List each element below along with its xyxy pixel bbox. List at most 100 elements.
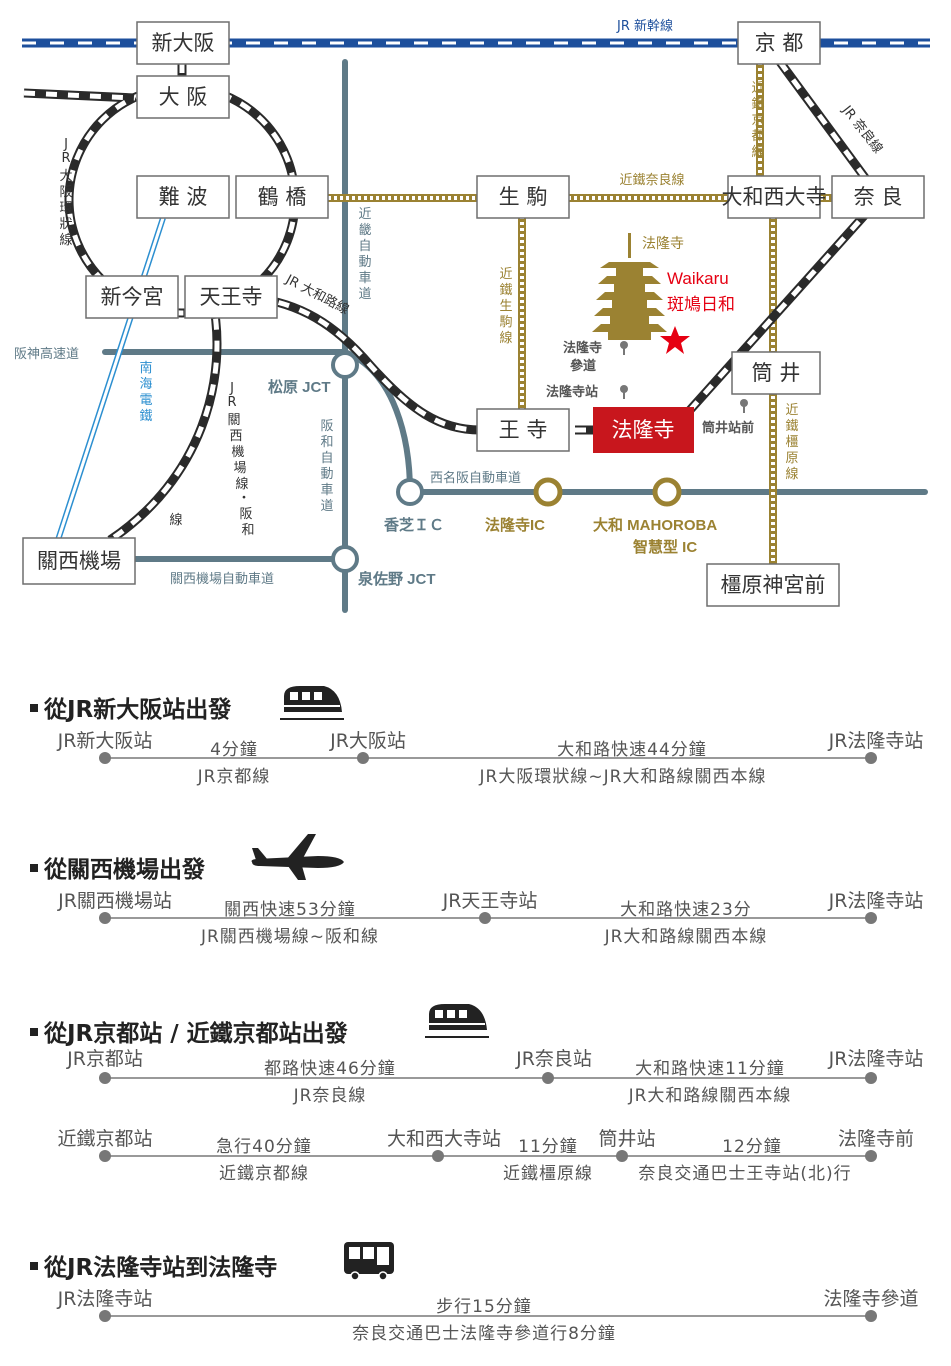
station-label: JR關西機場站 [58, 890, 172, 912]
svg-text:J: J [229, 381, 234, 396]
route-dot [479, 912, 491, 924]
segment-line-name: 奈良交通巴士法隆寺參道行8分鐘 [352, 1324, 616, 1344]
svg-text:參道: 參道 [570, 358, 596, 374]
bus-icon [344, 1242, 394, 1281]
segment-line-name: JR關西機場線~阪和線 [200, 927, 380, 947]
station-label: JR京都站 [67, 1048, 143, 1070]
segment-time: 4分鐘 [210, 740, 258, 760]
route-line [105, 1155, 871, 1157]
route-dot [865, 1072, 877, 1084]
svg-text:難 波: 難 波 [159, 185, 208, 209]
segment-line-name: JR大和路線關西本線 [604, 927, 768, 947]
route-title: 從JR京都站 / 近鐵京都站出發 [30, 1014, 348, 1048]
svg-text:場: 場 [233, 461, 246, 476]
svg-text:車: 車 [358, 271, 371, 286]
svg-text:R: R [227, 395, 236, 410]
route-title: 從關西機場出發 [30, 850, 205, 884]
pagoda-icon [592, 233, 667, 340]
svg-text:生: 生 [499, 299, 512, 314]
hotel-name-1: Waikaru [667, 269, 729, 288]
kansai-airport-line-label: JR關西機場線・阪和線 [169, 381, 254, 538]
station-tsutsui: 筒 井 [731, 351, 821, 395]
svg-text:南: 南 [139, 360, 152, 376]
route-dot [99, 752, 111, 764]
segment-time: 11分鐘 [518, 1137, 578, 1157]
route-dot [865, 1150, 877, 1162]
route-title: 從JR法隆寺站到法隆寺 [30, 1248, 277, 1282]
svg-text:法隆寺站: 法隆寺站 [546, 384, 598, 400]
route-shin-osaka: 從JR新大阪站出發 JR新大阪站 JR大阪站 JR法隆寺站 4分鐘 大和路快速4… [0, 680, 951, 840]
ic-labels: 松原 JCT 香芝ＩＣ 法隆寺IC 大和 MAHOROBA 智慧型 IC 泉佐野… [267, 377, 719, 590]
segment-time: 關西快速53分鐘 [224, 900, 356, 920]
svg-text:近: 近 [785, 403, 798, 418]
station-label: JR大阪站 [330, 730, 406, 752]
station-label: JR法隆寺站 [828, 1048, 924, 1070]
svg-text:鐵: 鐵 [751, 96, 764, 112]
station-yamato-saidaiji: 大和西大寺 [722, 175, 827, 219]
svg-text:泉佐野 JCT: 泉佐野 JCT [357, 570, 436, 588]
svg-text:大和西大寺: 大和西大寺 [722, 185, 827, 209]
segment-line-name: 近鐵橿原線 [503, 1164, 593, 1184]
svg-text:智慧型 IC: 智慧型 IC [633, 538, 697, 556]
svg-text:橿: 橿 [785, 435, 798, 450]
route-dot [865, 912, 877, 924]
route-line [105, 1315, 871, 1317]
route-line [105, 757, 871, 759]
svg-text:鐵: 鐵 [499, 282, 512, 298]
route-dot [865, 1310, 877, 1322]
bus-stop-markers [620, 341, 748, 413]
svg-text:自: 自 [358, 239, 371, 254]
station-label: JR天王寺站 [442, 890, 538, 912]
svg-text:鶴 橋: 鶴 橋 [258, 185, 307, 209]
segment-time: 大和路快速11分鐘 [635, 1059, 785, 1079]
svg-text:大: 大 [59, 169, 72, 184]
bus-stop-labels: 法隆寺 參道 法隆寺站 筒井站前 [546, 340, 754, 436]
route-kansai-airport: 從關西機場出發 JR關西機場站 JR天王寺站 JR法隆寺站 關西快速53分鐘 大… [0, 834, 951, 1000]
route-horyuji-walk: 從JR法隆寺站到法隆寺 JR法隆寺站 法隆寺參道 步行15分鐘 奈良交通巴士法隆… [0, 1238, 951, 1366]
segment-line-name: 奈良交通巴士王寺站(北)行 [638, 1164, 852, 1184]
svg-text:近: 近 [499, 267, 512, 282]
route-kyoto: 從JR京都站 / 近鐵京都站出發 JR京都站 JR奈良站 JR法隆寺站 都路快速… [0, 1000, 951, 1200]
svg-text:畿: 畿 [358, 223, 371, 238]
svg-text:線: 線 [751, 144, 764, 160]
svg-text:R: R [61, 151, 70, 166]
svg-text:新今宮: 新今宮 [101, 285, 164, 309]
airplane-icon [251, 834, 344, 880]
segment-line-name: JR奈良線 [293, 1086, 367, 1106]
svg-text:・: ・ [237, 491, 250, 506]
svg-text:海: 海 [139, 377, 152, 392]
segment-time: 大和路快速23分 [620, 900, 752, 920]
svg-text:奈 良: 奈 良 [854, 185, 903, 209]
svg-text:天王寺: 天王寺 [200, 285, 263, 309]
station-label: JR法隆寺站 [57, 1288, 153, 1310]
svg-text:關: 關 [227, 413, 240, 428]
svg-text:駒: 駒 [499, 315, 512, 330]
svg-text:近: 近 [358, 207, 371, 222]
station-label: JR新大阪站 [57, 730, 153, 752]
hanshin-label: 阪神高速道 [14, 346, 79, 362]
svg-text:生 駒: 生 駒 [499, 185, 548, 209]
nankai-line [55, 217, 166, 541]
svg-text:道: 道 [320, 499, 333, 514]
station-label: JR法隆寺站 [828, 730, 924, 752]
svg-text:橿原神宮前: 橿原神宮前 [721, 573, 826, 597]
station-label: JR奈良站 [516, 1048, 592, 1070]
route-dot [432, 1150, 444, 1162]
station-label: 法隆寺參道 [823, 1288, 919, 1310]
svg-text:線: 線 [499, 330, 512, 346]
kintetsu-nara-label: 近鐵奈良線 [619, 172, 684, 188]
svg-text:線: 線 [59, 232, 72, 248]
station-kyoto: 京 都 [737, 21, 821, 65]
svg-text:車: 車 [320, 483, 333, 498]
svg-text:環: 環 [59, 201, 72, 216]
svg-text:法隆寺: 法隆寺 [563, 340, 602, 356]
svg-text:大 阪: 大 阪 [159, 85, 208, 109]
nishimeihan-label: 西名阪自動車道 [430, 470, 521, 486]
svg-text:京: 京 [751, 113, 764, 128]
route-dot [357, 752, 369, 764]
svg-text:近: 近 [751, 81, 764, 96]
svg-text:機: 機 [231, 445, 244, 460]
station-kashihara-jingumae: 橿原神宮前 [706, 563, 840, 607]
